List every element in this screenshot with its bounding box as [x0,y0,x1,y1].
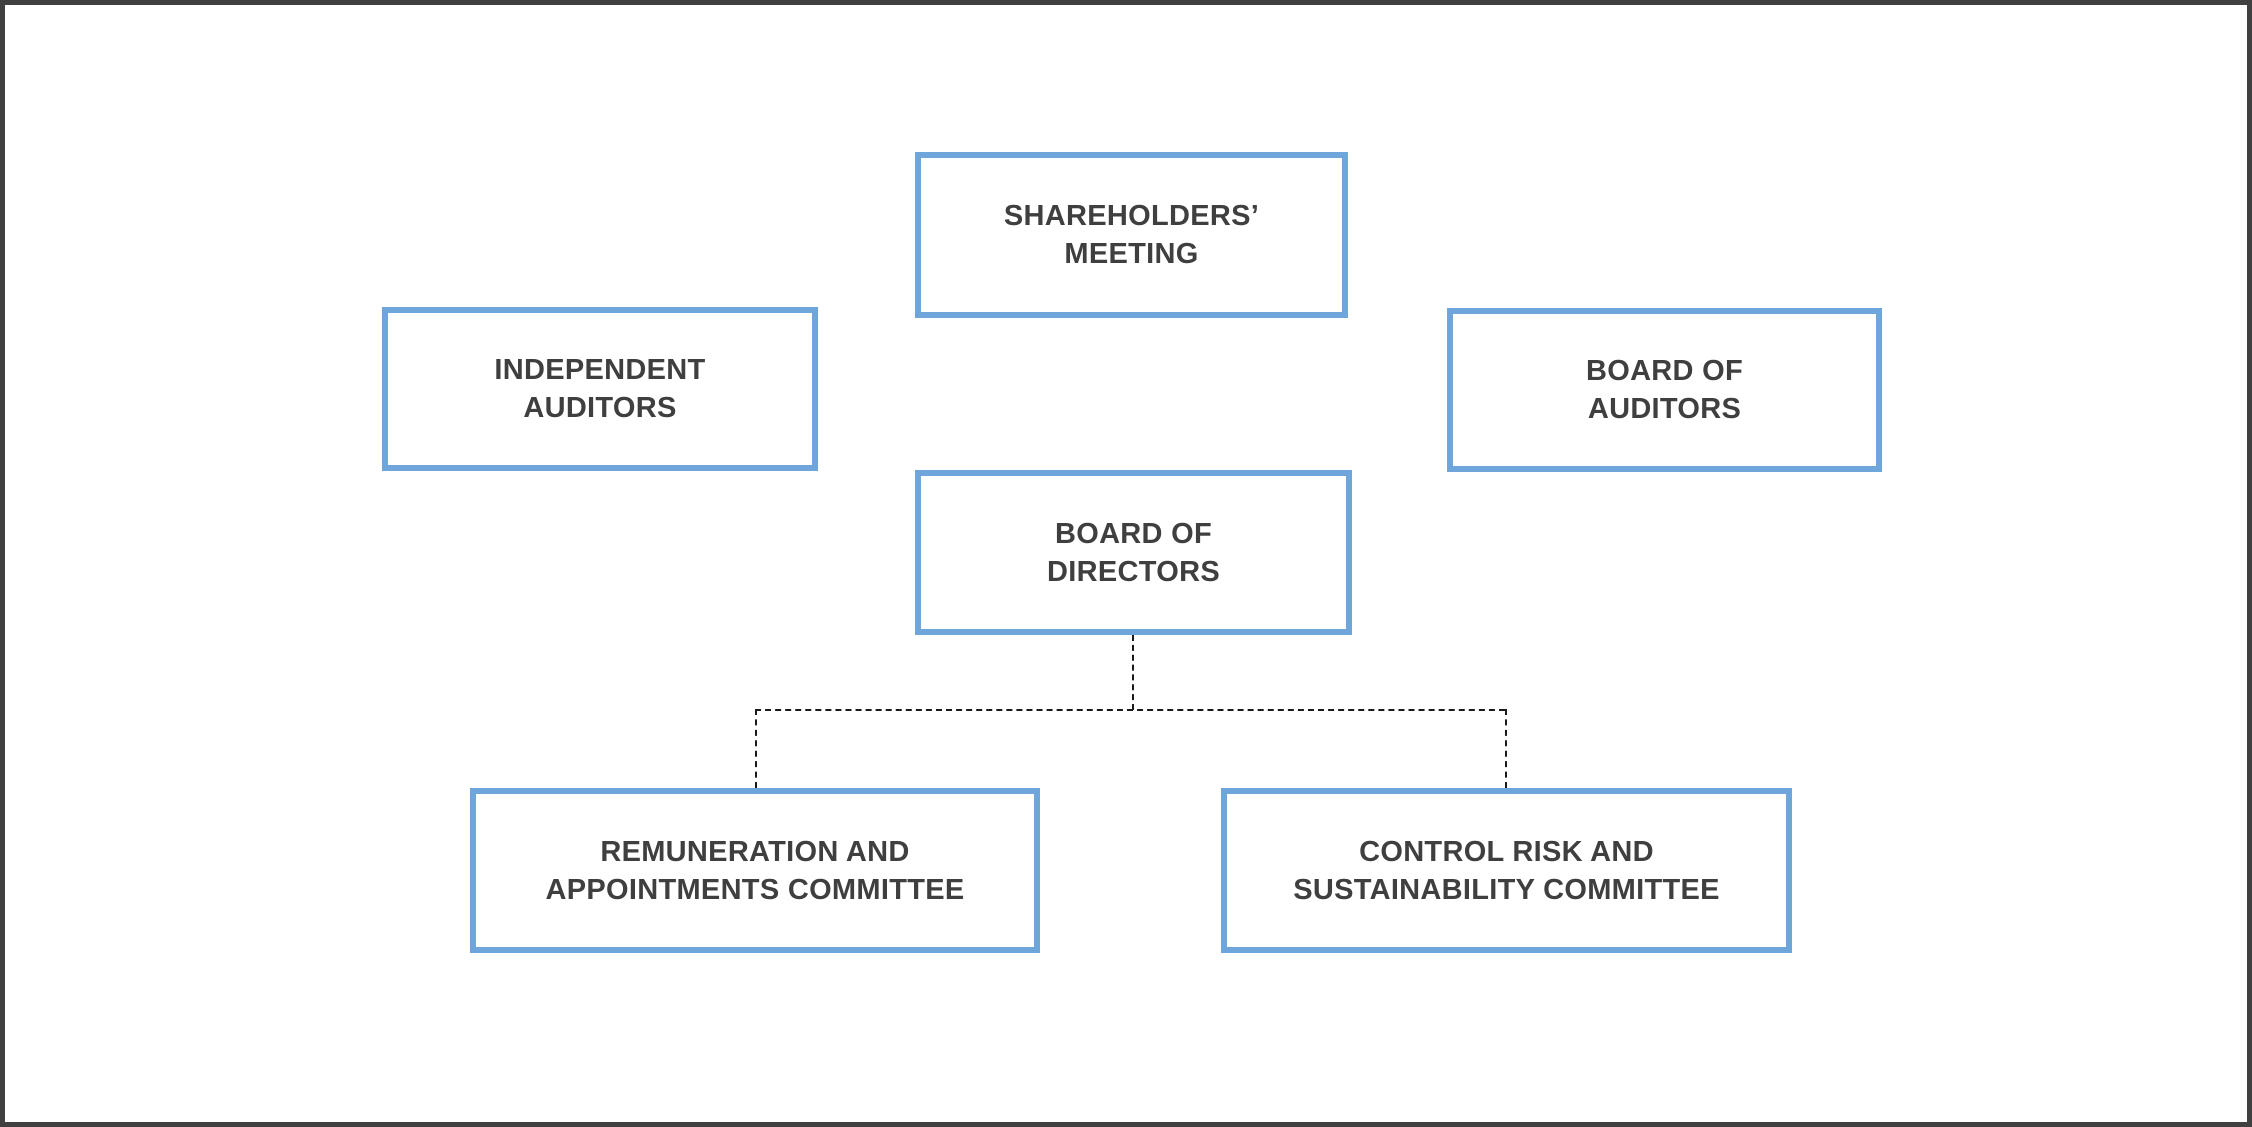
node-board-of-directors: BOARD OF DIRECTORS [915,470,1352,635]
node-shareholders-meeting: SHAREHOLDERS’ MEETING [915,152,1348,318]
connector-directors-stem [1132,635,1134,710]
node-control-risk-sustainability-committee-label: CONTROL RISK AND SUSTAINABILITY COMMITTE… [1293,835,1720,906]
node-board-of-auditors: BOARD OF AUDITORS [1447,308,1882,472]
connector-horizontal-crossbar [755,709,1505,711]
node-shareholders-meeting-label: SHAREHOLDERS’ MEETING [1003,200,1260,270]
connector-to-remuneration [755,709,757,788]
node-board-of-auditors-label: BOARD OF AUDITORS [1585,355,1744,425]
node-remuneration-appointments-committee: REMUNERATION AND APPOINTMENTS COMMITTEE [470,788,1040,953]
node-independent-auditors-label: INDEPENDENT AUDITORS [494,354,706,424]
node-independent-auditors: INDEPENDENT AUDITORS [382,307,818,471]
node-remuneration-appointments-committee-label: REMUNERATION AND APPOINTMENTS COMMITTEE [545,835,965,906]
node-board-of-directors-label: BOARD OF DIRECTORS [1047,517,1220,588]
node-control-risk-sustainability-committee: CONTROL RISK AND SUSTAINABILITY COMMITTE… [1221,788,1792,953]
connector-to-control-risk [1505,709,1507,788]
